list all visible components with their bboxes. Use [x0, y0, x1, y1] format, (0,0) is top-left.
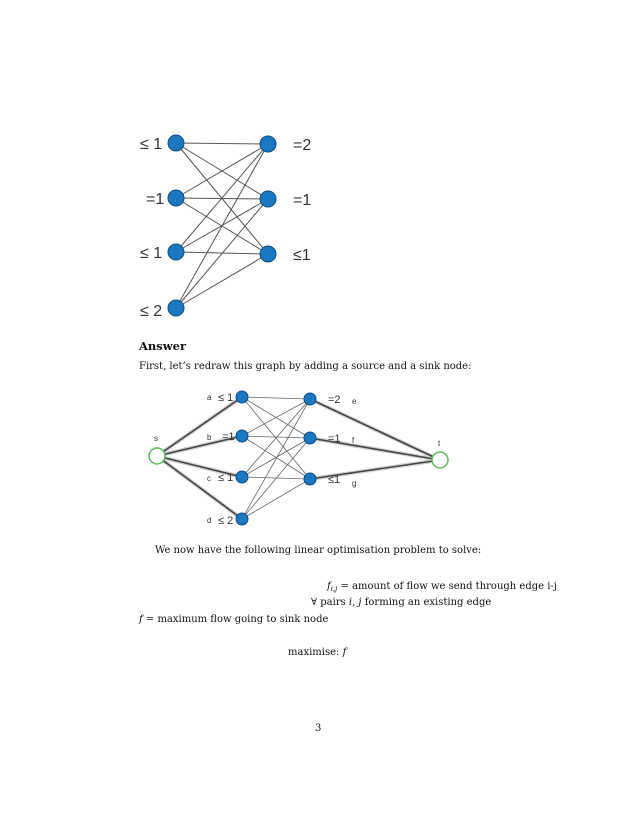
letter-a: a	[207, 393, 212, 402]
letter-g: g	[352, 479, 356, 488]
left-label-3: ≤ 1	[140, 245, 162, 262]
figure-2-right-labels: =2 =1 ≤1	[328, 394, 341, 486]
problem-intro: We now have the following linear optimis…	[155, 545, 482, 556]
forall-text: ∀ pairs	[311, 597, 349, 608]
figure-1-left-labels: ≤ 1 =1 ≤ 1 ≤ 2	[140, 136, 164, 320]
figure-1-left-nodes	[167, 134, 185, 317]
node-right-2	[259, 190, 277, 208]
fij-text: = amount of flow we send through edge i-…	[337, 581, 557, 592]
figure-2-right-nodes	[303, 392, 317, 486]
f2-right-label-3: ≤1	[328, 474, 340, 486]
figure-1-right-labels: =2 =1 ≤1	[293, 137, 311, 264]
f-var: f	[139, 614, 143, 625]
node-f	[303, 431, 317, 445]
fij-sub: i,j	[330, 585, 338, 593]
f2-left-label-3: ≤ 1	[218, 472, 233, 484]
figure-1-right-nodes	[259, 135, 277, 263]
node-left-2	[167, 189, 185, 207]
node-a	[235, 390, 249, 404]
left-label-4: ≤ 2	[140, 303, 162, 320]
letter-c: c	[207, 474, 211, 483]
figure-2-flow-network: s t a b c d ≤ 1 =1 ≤ 1 ≤ 2 =2 =1 ≤1 e f …	[148, 390, 449, 527]
figure-2-left-letters: a b c d	[207, 393, 212, 525]
node-d	[235, 512, 249, 526]
objective: maximise: f	[288, 647, 346, 659]
forall-rest: forming an existing edge	[361, 597, 492, 608]
f2-left-label-4: ≤ 2	[218, 515, 233, 527]
node-left-1	[167, 134, 185, 152]
right-label-3: ≤1	[293, 247, 311, 264]
figure-1-edges	[175, 142, 269, 309]
maximise-var: f	[342, 647, 347, 658]
figure-2-terminal-edges	[156, 396, 441, 520]
flow-variable-definition: fi,j = amount of flow we send through ed…	[327, 581, 557, 595]
max-flow-definition: f = maximum flow going to sink node	[139, 614, 328, 626]
node-e	[303, 392, 317, 406]
letter-d: d	[207, 516, 211, 525]
node-left-3	[167, 243, 185, 261]
node-right-3	[259, 245, 277, 263]
figure-2-left-nodes	[235, 390, 249, 526]
f2-right-label-1: =2	[328, 394, 341, 406]
f2-left-label-2: =1	[222, 431, 235, 443]
forall-constraint-note: ∀ pairs i, j forming an existing edge	[311, 597, 491, 609]
letter-b: b	[207, 433, 212, 442]
figure-2-middle-edges	[241, 396, 311, 520]
source-node	[148, 447, 166, 465]
node-g	[303, 472, 317, 486]
figure-1-bipartite-graph: ≤ 1 =1 ≤ 1 ≤ 2 =2 =1 ≤1	[140, 134, 311, 320]
sink-node	[431, 451, 449, 469]
source-label: s	[154, 434, 158, 443]
right-label-2: =1	[293, 192, 311, 209]
figure-2-edge-shadows	[155, 395, 441, 521]
node-right-1	[259, 135, 277, 153]
figure-2-right-letters: e f g	[352, 397, 357, 488]
node-b	[235, 429, 249, 443]
letter-e: e	[352, 397, 357, 406]
f2-left-label-1: ≤ 1	[218, 392, 233, 404]
left-label-1: ≤ 1	[140, 136, 162, 153]
right-label-1: =2	[293, 137, 311, 154]
left-label-2: =1	[146, 191, 164, 208]
forall-vars: i, j	[348, 597, 362, 608]
node-c	[235, 470, 249, 484]
fij-var: f	[327, 581, 331, 592]
page-number: 3	[315, 723, 322, 734]
node-left-4	[167, 299, 185, 317]
letter-f: f	[352, 436, 355, 445]
f-text: = maximum flow going to sink node	[142, 614, 329, 625]
intro-paragraph: First, let’s redraw this graph by adding…	[139, 361, 472, 372]
answer-heading: Answer	[139, 339, 187, 353]
sink-label: t	[438, 439, 441, 448]
figure-2-left-labels: ≤ 1 =1 ≤ 1 ≤ 2	[218, 392, 235, 527]
f2-right-label-2: =1	[328, 433, 341, 445]
maximise-text: maximise:	[288, 647, 343, 658]
